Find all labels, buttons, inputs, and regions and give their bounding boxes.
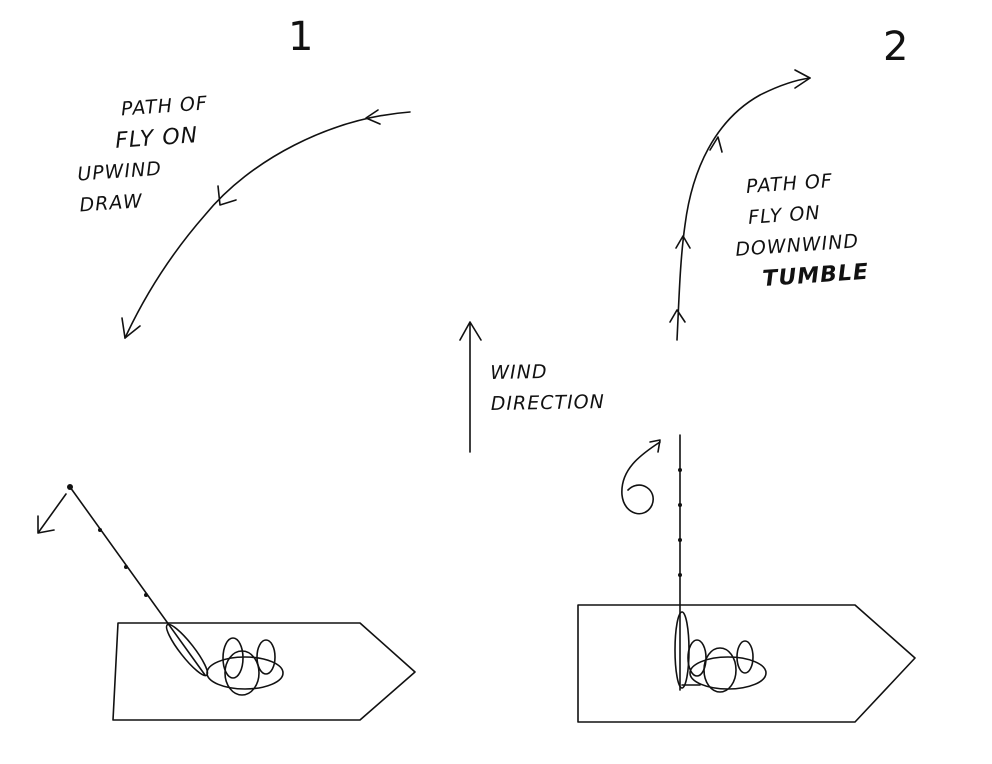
downwind-tumble-path <box>676 77 811 341</box>
arrowhead-icon <box>121 317 141 339</box>
arrowhead-icon <box>709 136 723 153</box>
arrowhead-icon <box>649 439 661 453</box>
angler-2 <box>674 611 767 693</box>
label-line: WIND <box>490 361 548 384</box>
boat-1 <box>112 622 416 721</box>
arrowhead-icon <box>794 69 811 89</box>
fly-direction-arrow-1 <box>37 493 67 534</box>
arrowhead-icon <box>675 235 691 249</box>
wind-arrow <box>459 321 482 453</box>
boat-2 <box>577 604 916 723</box>
angler-1 <box>165 623 284 696</box>
panel-number-1: 1 <box>288 14 314 60</box>
fly-rod-1 <box>69 486 206 676</box>
arrowhead-icon <box>669 309 686 323</box>
label-line: FLY ON <box>114 123 199 154</box>
upwind-draw-path <box>124 111 411 339</box>
rod-rotation-arrow <box>621 441 661 515</box>
label-line: DIRECTION <box>490 391 606 415</box>
rod-guides-2 <box>678 468 682 577</box>
arrowhead-icon <box>217 185 237 206</box>
arrowhead-icon <box>365 109 381 125</box>
wind-direction-label: WIND DIRECTION <box>490 356 605 420</box>
downwind-tumble-label: PATH OF FLY ON DOWNWIND TUMBLE <box>735 164 870 296</box>
upwind-draw-label: PATH OF FLY ON UPWIND DRAW <box>77 88 215 218</box>
rod-guides-1 <box>67 484 148 597</box>
panel-number-2: 2 <box>883 24 909 70</box>
